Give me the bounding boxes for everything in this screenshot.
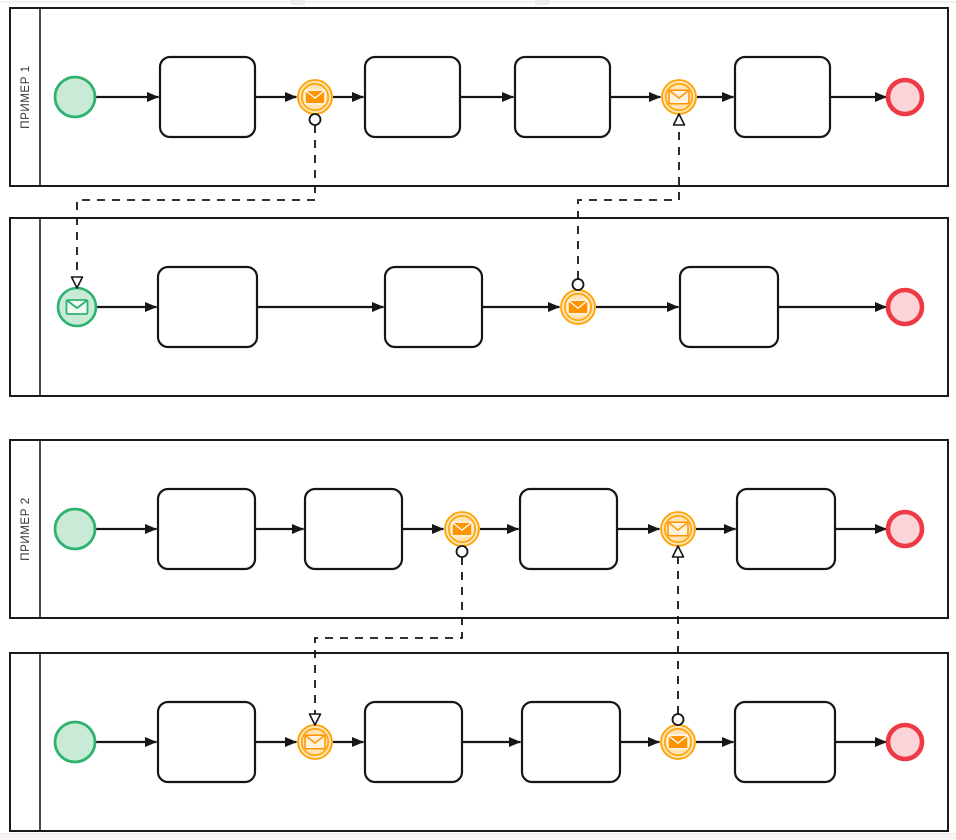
message-flow-line: [577, 125, 680, 279]
message-throw-event[interactable]: [444, 511, 480, 547]
task[interactable]: [513, 55, 612, 139]
message-throw-event[interactable]: [560, 289, 596, 325]
task[interactable]: [518, 487, 619, 571]
message-flow-3[interactable]: [308, 545, 469, 726]
envelope-flap: [567, 299, 589, 309]
event-inner-ring: [300, 83, 329, 112]
task[interactable]: [156, 487, 257, 571]
message-catch-event[interactable]: [660, 511, 696, 547]
pool-example-2-top: ПРИМЕР 2: [9, 439, 949, 619]
envelope-flap: [304, 89, 326, 99]
start-event[interactable]: [53, 720, 97, 764]
message-flow-2[interactable]: [571, 113, 686, 291]
end-event[interactable]: [885, 77, 925, 117]
event-inner-ring: [447, 514, 476, 543]
envelope-flap: [667, 521, 689, 531]
top-edge-tick: [290, 0, 305, 5]
task[interactable]: [733, 700, 837, 784]
message-flow-open-arrowhead: [671, 545, 685, 558]
pool-example-2-bottom: [9, 652, 949, 832]
task[interactable]: [156, 265, 259, 349]
message-flow-source-circle: [571, 278, 585, 291]
pool-example-1-bottom: [9, 217, 949, 397]
message-start-event[interactable]: [56, 286, 98, 328]
end-event[interactable]: [885, 722, 925, 762]
event-inner-ring: [663, 727, 692, 756]
message-flow-open-arrowhead: [70, 276, 84, 289]
message-flow-line: [76, 125, 316, 277]
task[interactable]: [733, 55, 832, 139]
task[interactable]: [520, 700, 622, 784]
task[interactable]: [383, 265, 484, 349]
message-flow-4[interactable]: [671, 545, 685, 726]
top-edge-tick: [535, 0, 550, 5]
message-flow-source-circle: [455, 545, 469, 558]
message-flow-source-circle: [308, 113, 322, 126]
pool-label: ПРИМЕР 2: [20, 497, 32, 561]
end-event[interactable]: [885, 287, 925, 327]
event-inner-ring: [300, 727, 329, 756]
pool-example-1-top: ПРИМЕР 1: [9, 7, 949, 187]
pool-label: ПРИМЕР 1: [20, 65, 32, 129]
task[interactable]: [735, 487, 837, 571]
message-flow-open-arrowhead: [308, 713, 322, 726]
bottom-edge-hairline: [0, 833, 956, 834]
start-event[interactable]: [53, 507, 97, 551]
task[interactable]: [363, 55, 462, 139]
end-event[interactable]: [885, 509, 925, 549]
task[interactable]: [678, 265, 780, 349]
message-flow-1[interactable]: [70, 113, 322, 289]
message-throw-event[interactable]: [297, 79, 333, 115]
message-flow-open-arrowhead: [672, 113, 686, 126]
message-flow-source-circle: [671, 713, 685, 726]
event-inner-ring: [664, 83, 693, 112]
bottom-edge-strip: [0, 834, 956, 840]
envelope-flap: [65, 299, 89, 310]
envelope-flap: [668, 89, 690, 99]
envelope-flap: [451, 521, 473, 531]
top-edge-hairline: [0, 1, 956, 3]
message-throw-event[interactable]: [660, 724, 696, 760]
envelope-flap: [667, 734, 689, 744]
start-event[interactable]: [53, 75, 97, 119]
message-flow-line: [314, 557, 463, 714]
task[interactable]: [156, 700, 257, 784]
message-catch-event[interactable]: [661, 79, 697, 115]
event-inner-ring: [663, 514, 692, 543]
task[interactable]: [303, 487, 404, 571]
task[interactable]: [158, 55, 257, 139]
envelope-flap: [304, 734, 326, 744]
task[interactable]: [363, 700, 464, 784]
event-inner-ring: [563, 292, 592, 321]
message-catch-event[interactable]: [297, 724, 333, 760]
